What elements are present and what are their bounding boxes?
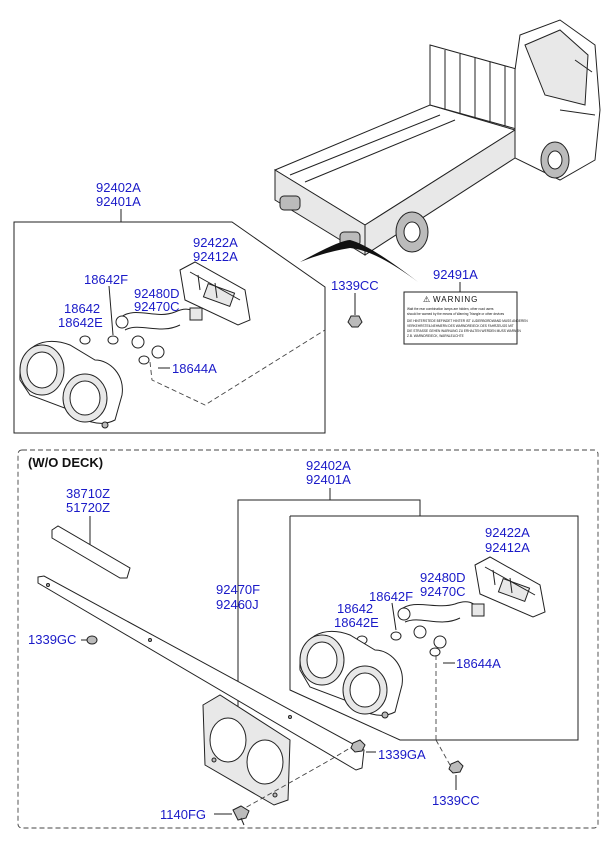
bottom-socket-label-2: 92470C [420, 584, 466, 599]
clip-label: 1339GC [28, 632, 76, 647]
bottom-assembly-frame [289, 515, 579, 741]
warning-body-line: Z.B. WARNDREIECK, WARNLEUCHTE [407, 334, 464, 338]
clip-1339gc [86, 635, 98, 645]
top-assembly-label-1: 92402A [96, 180, 141, 195]
bottom-harness-label-1: 92422A [485, 525, 530, 540]
top-harness-label-2: 92412A [193, 249, 238, 264]
bottom-bulb-label-f: 18642F [369, 589, 413, 604]
top-bulb-label-1: 18642 [64, 301, 100, 316]
top-harness-label-1: 92422A [193, 235, 238, 250]
top-assembly-label-2: 92401A [96, 194, 141, 209]
warning-label-plate: ⚠ WARNING Wait the rear combination lamp… [403, 291, 528, 345]
bottom-bulb-small-label: 18644A [456, 656, 501, 671]
bracket-label-2: 92460J [216, 597, 259, 612]
bottom-assembly-label-2: 92401A [306, 472, 351, 487]
top-socket-label-1: 92480D [134, 286, 180, 301]
top-nut [347, 315, 363, 328]
bolt-1140fg [232, 805, 250, 826]
top-socket-label-2: 92470C [134, 299, 180, 314]
nut-1339ga [350, 739, 366, 753]
bottom-socket-wiring [397, 601, 485, 649]
top-harness-connector [179, 261, 251, 326]
top-section: 92402A 92401A 92422A 92412A 92480D 92470… [13, 180, 528, 434]
bottom-lamp-housing [299, 630, 403, 719]
bottom-bulb-label-e: 18642E [334, 615, 379, 630]
bracket-label-1: 92470F [216, 582, 260, 597]
truck-illustration [273, 19, 601, 282]
bottom-harness-label-2: 92412A [485, 540, 530, 555]
bottom-assembly-label-1: 92402A [306, 458, 351, 473]
wo-deck-title: (W/O DECK) [28, 455, 103, 470]
warning-body-line: DIE STRASSE GEHEN WARNUNG ZU ERHALTEN WE… [407, 329, 521, 333]
top-lamp-housing [19, 340, 123, 429]
top-bulb-small-label: 18644A [172, 361, 217, 376]
warning-body-line: VERKEHRSTEILNEHMERN DES WARNDREIECK DES … [407, 324, 514, 328]
top-bulb-label-f: 18642F [84, 272, 128, 287]
warning-body-line: Wait the rear combination lamps are hidd… [407, 307, 494, 311]
strip-label-2: 51720Z [66, 500, 110, 515]
top-nut-label: 1339CC [331, 278, 379, 293]
top-bulbs [79, 335, 150, 365]
warning-part-label: 92491A [433, 267, 478, 282]
bottom-harness-connector [474, 556, 546, 618]
top-assembly-frame [13, 209, 326, 434]
warning-title: WARNING [433, 295, 478, 304]
nut-1339cc [448, 760, 464, 774]
warning-body-line: DIE HINTERSTEDE BEFINDET HINTER IST LUDE… [407, 319, 528, 323]
nut-label-ga: 1339GA [378, 747, 426, 762]
nut-label-cc: 1339CC [432, 793, 480, 808]
warning-body-line: should be warned by the means of Warning… [407, 312, 505, 316]
bottom-bulb-label-1: 18642 [337, 601, 373, 616]
wo-deck-frame [17, 449, 599, 829]
top-socket-wiring [115, 307, 203, 359]
long-mounting-bar [37, 575, 365, 771]
strip-label-1: 38710Z [66, 486, 110, 501]
strip-38710z [51, 525, 131, 579]
bolt-label: 1140FG [160, 807, 206, 822]
warning-icon: ⚠ [423, 295, 430, 304]
mounting-bracket [202, 694, 291, 806]
top-bulb-label-e: 18642E [58, 315, 103, 330]
bottom-socket-label-1: 92480D [420, 570, 466, 585]
bottom-section: (W/O DECK) 92402A 92401A 38710Z 51720Z 1… [17, 449, 599, 829]
